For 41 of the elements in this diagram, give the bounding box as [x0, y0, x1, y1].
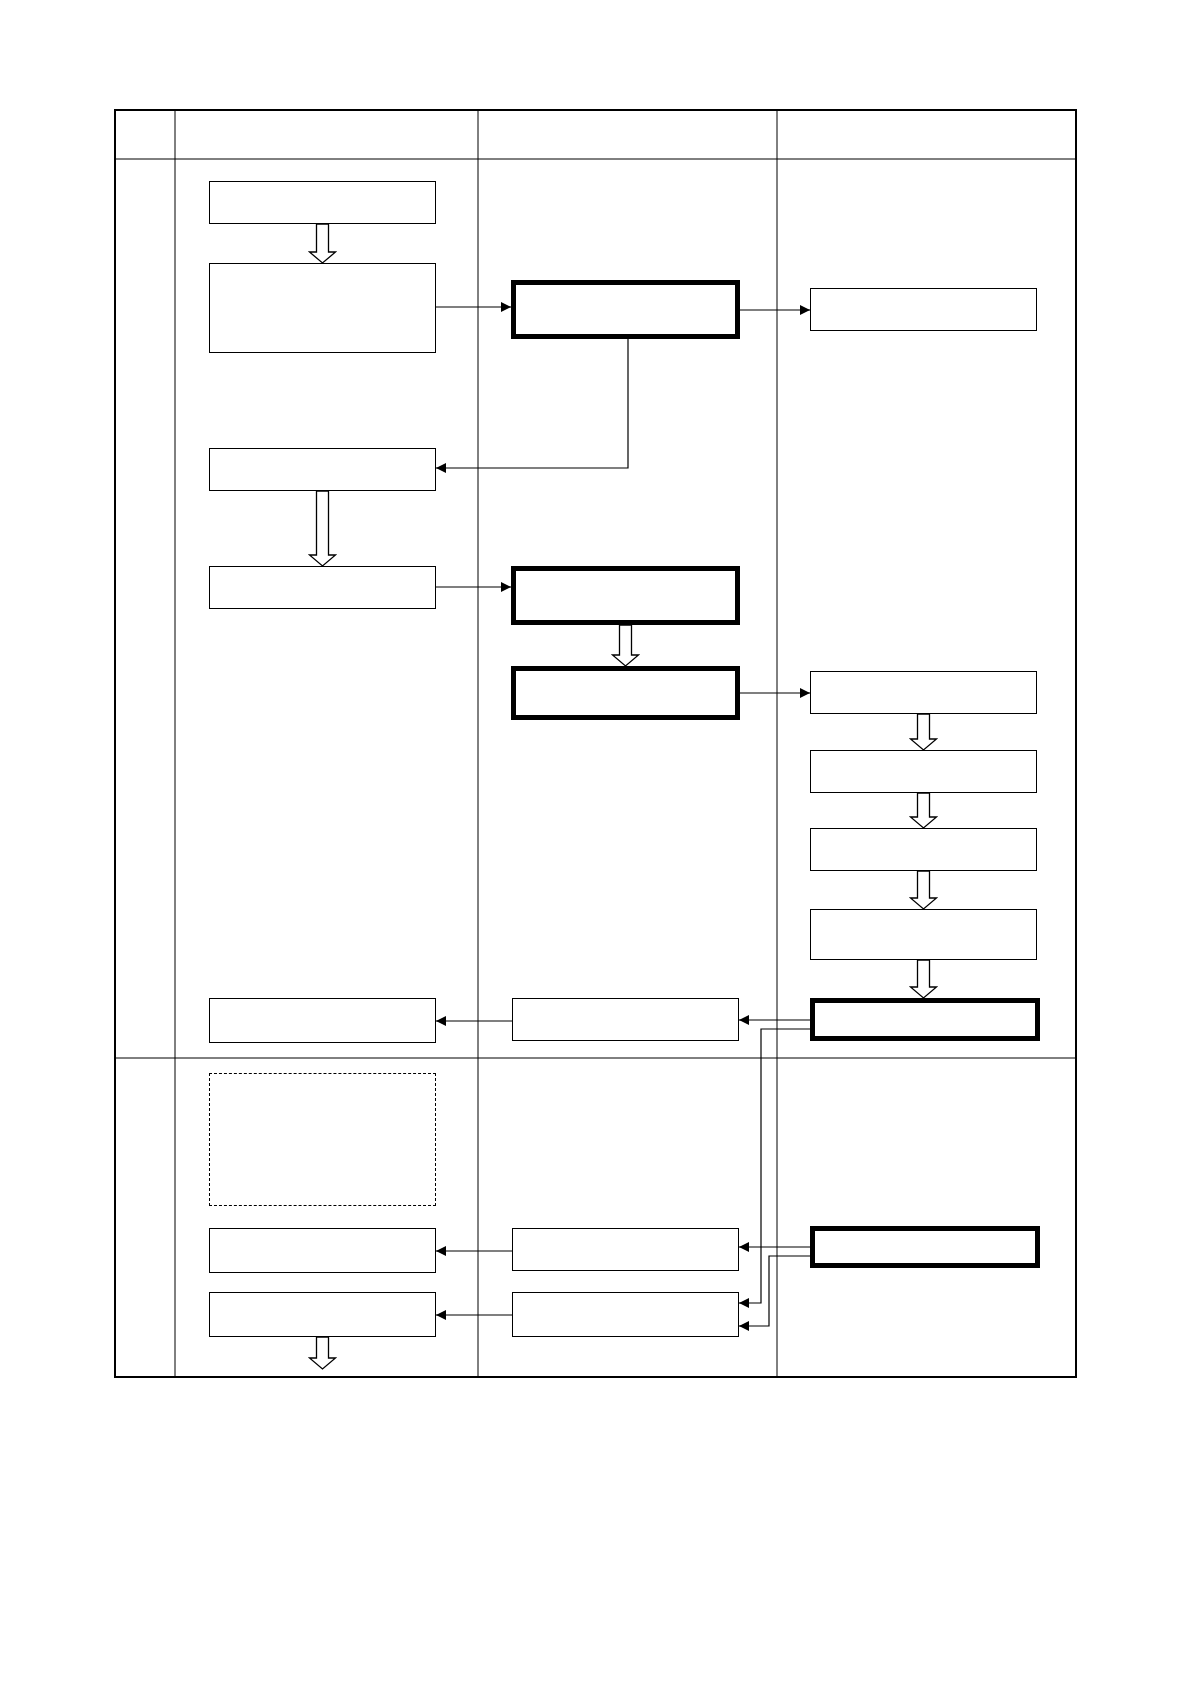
process-box [209, 566, 436, 609]
process-box [810, 909, 1037, 960]
process-box [209, 1073, 436, 1206]
process-box [810, 998, 1040, 1041]
arrow [435, 338, 629, 473]
process-box [512, 1292, 739, 1337]
process-box [209, 1292, 436, 1337]
process-box [810, 1226, 1040, 1268]
process-box [209, 181, 436, 224]
process-box [209, 1228, 436, 1273]
process-box [511, 566, 740, 625]
arrow [738, 1255, 811, 1331]
arrow [435, 302, 512, 312]
block-arrow [908, 792, 939, 829]
block-arrow [908, 713, 939, 751]
process-box [810, 828, 1037, 871]
block-arrow [307, 1336, 338, 1370]
process-box [512, 998, 739, 1041]
block-arrow [307, 223, 338, 264]
process-box [512, 1228, 739, 1271]
process-box [209, 448, 436, 491]
block-arrow [908, 870, 939, 910]
process-box [810, 750, 1037, 793]
arrow [435, 1016, 513, 1026]
process-box [209, 263, 436, 353]
arrow [435, 1246, 513, 1256]
block-arrow [908, 959, 939, 999]
arrow [739, 688, 811, 698]
process-box [810, 671, 1037, 714]
block-arrow [307, 490, 338, 567]
arrow [738, 1028, 811, 1308]
process-box [511, 666, 740, 720]
block-arrow [610, 624, 641, 667]
process-box [209, 998, 436, 1043]
arrow [739, 305, 811, 315]
arrow [435, 1310, 513, 1320]
arrow [738, 1242, 811, 1252]
process-box [511, 280, 740, 339]
arrow [738, 1015, 811, 1025]
process-box [810, 288, 1037, 331]
arrow [435, 582, 512, 592]
